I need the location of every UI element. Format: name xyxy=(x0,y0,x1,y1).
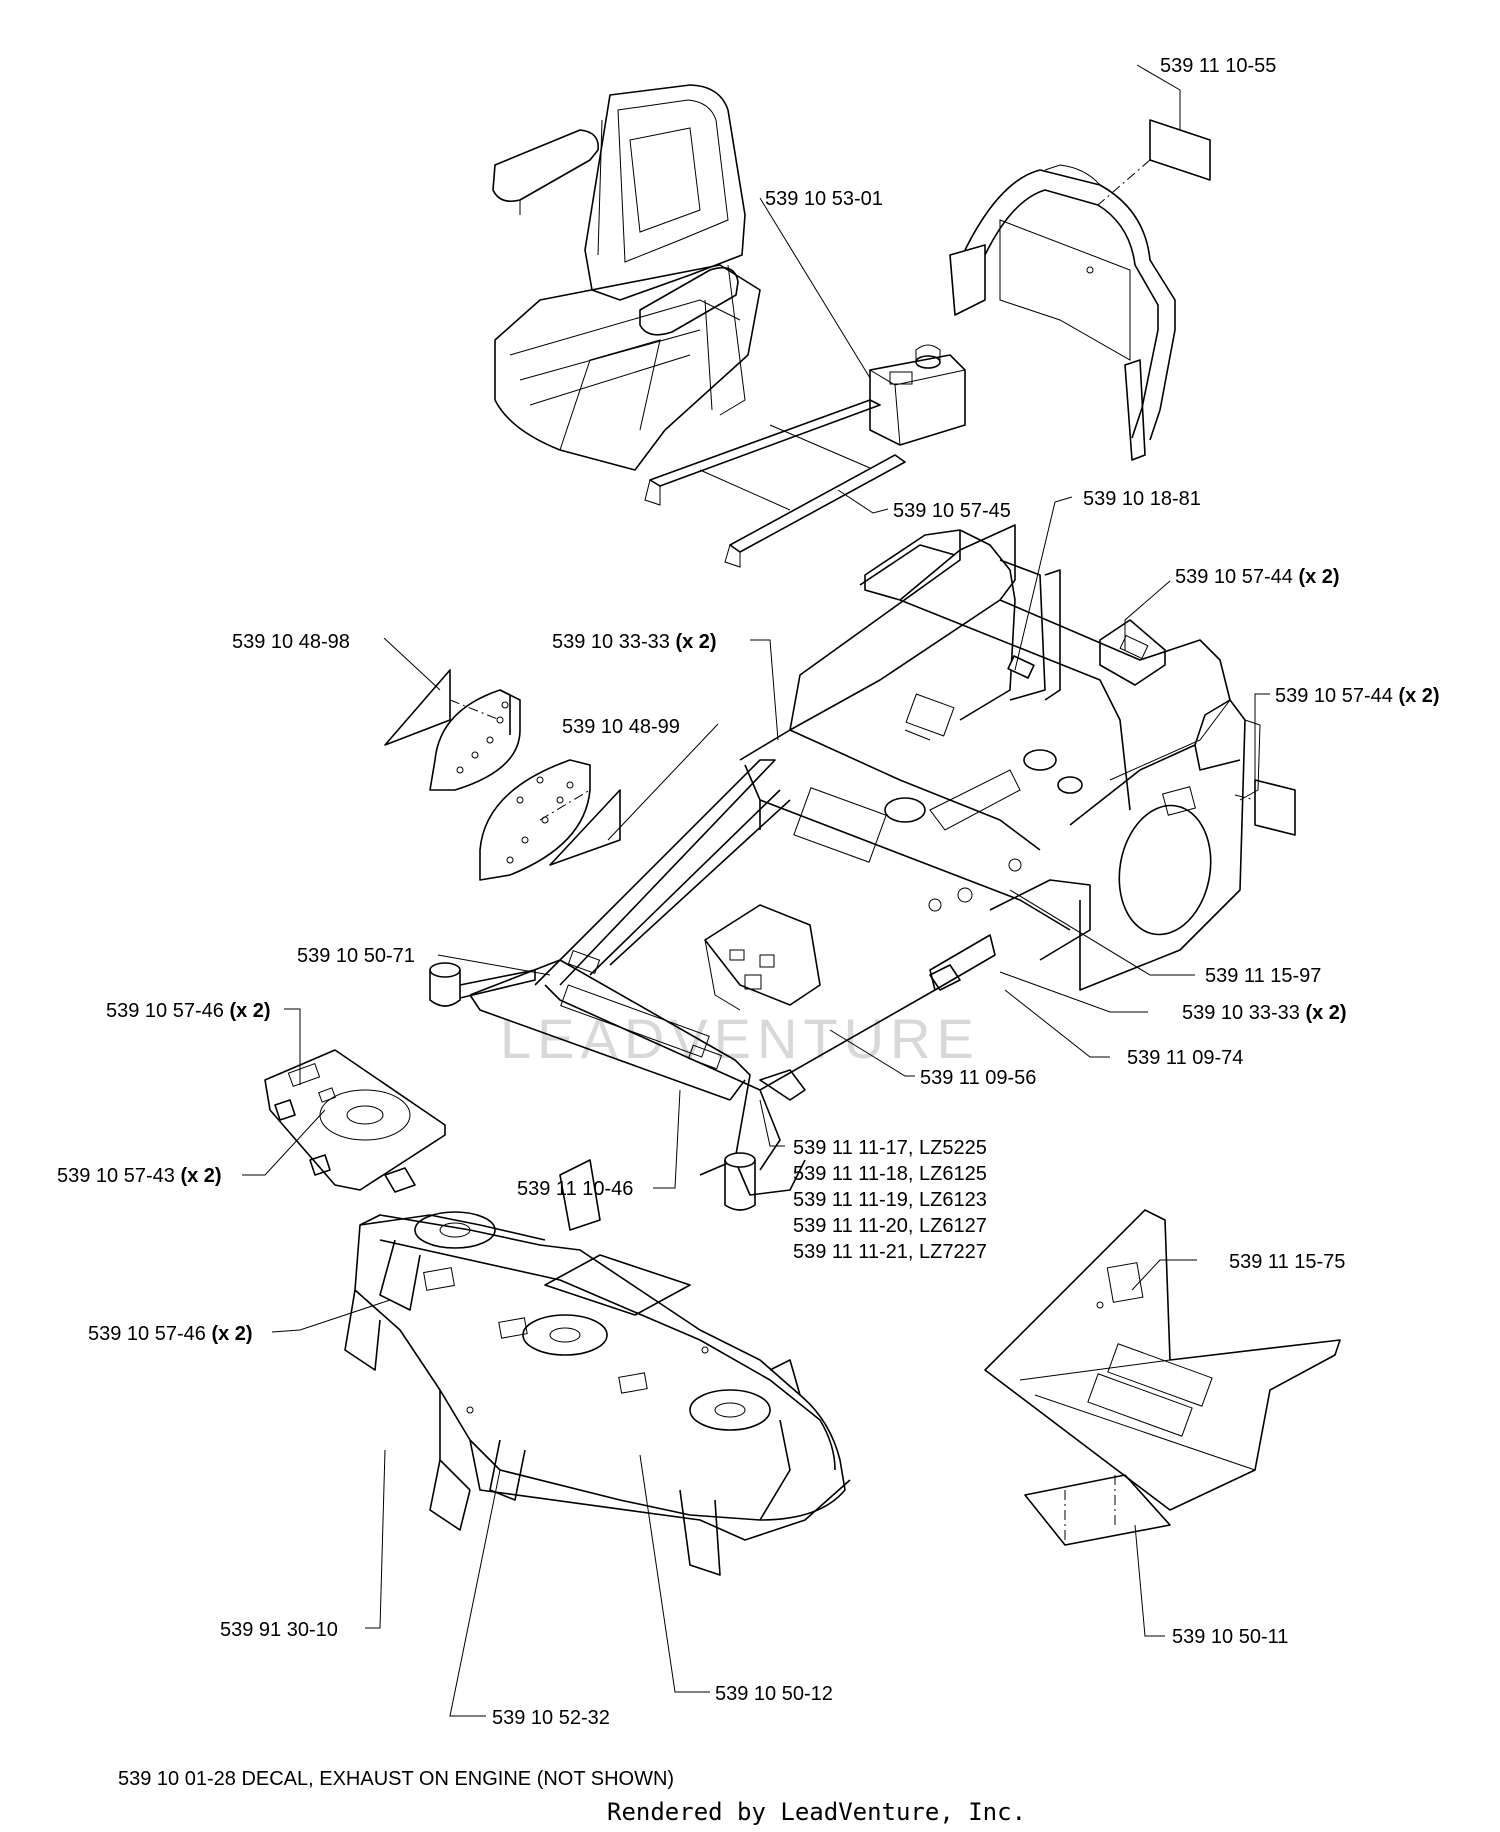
switch-box-illustration xyxy=(869,344,966,446)
label-539-10-33-33-a: 539 10 33-33 (x 2) xyxy=(552,631,717,653)
label-539-11-15-97: 539 11 15-97 xyxy=(1205,965,1321,987)
part-labels: 539 11 10-55 539 10 53-01 539 10 57-45 5… xyxy=(57,55,1440,1729)
label-539-10-50-12: 539 10 50-12 xyxy=(715,1683,833,1705)
label-539-11-15-75: 539 11 15-75 xyxy=(1229,1251,1345,1273)
decal-57-44-right xyxy=(1234,779,1296,836)
decal-57-44-top xyxy=(1099,619,1166,686)
label-539-11-11-19: 539 11 11-19, LZ6123 xyxy=(793,1189,987,1211)
label-539-10-57-45: 539 10 57-45 xyxy=(893,500,1011,522)
label-539-10-52-32: 539 10 52-32 xyxy=(492,1707,610,1729)
label-539-11-09-74: 539 11 09-74 xyxy=(1127,1047,1243,1069)
label-539-91-30-10: 539 91 30-10 xyxy=(220,1619,338,1641)
label-539-10-57-44-b: 539 10 57-44 (x 2) xyxy=(1275,685,1440,707)
not-shown-note: 539 10 01-28 DECAL, EXHAUST ON ENGINE (N… xyxy=(118,1768,674,1790)
roll-bar-illustration xyxy=(949,164,1176,461)
footer-credit: Rendered by LeadVenture, Inc. xyxy=(607,1798,1026,1826)
watermark: LEADVENTURE xyxy=(500,1007,980,1070)
label-539-10-50-71: 539 10 50-71 xyxy=(297,945,415,967)
label-539-11-09-56: 539 11 09-56 xyxy=(920,1067,1036,1089)
label-539-10-57-46-a: 539 10 57-46 (x 2) xyxy=(106,1000,271,1022)
label-539-11-11-20: 539 11 11-20, LZ6127 xyxy=(793,1215,987,1237)
label-539-10-18-81: 539 10 18-81 xyxy=(1083,488,1201,510)
decal-11-10-55 xyxy=(1097,119,1211,206)
frame-illustration xyxy=(429,524,1261,1211)
label-539-11-10-55: 539 11 10-55 xyxy=(1160,55,1276,77)
foot-plate-illustration xyxy=(264,1049,446,1191)
label-539-11-11-21: 539 11 11-21, LZ7227 xyxy=(793,1241,987,1263)
label-539-10-57-43: 539 10 57-43 (x 2) xyxy=(57,1165,222,1187)
label-539-10-57-44-a: 539 10 57-44 (x 2) xyxy=(1175,566,1340,588)
label-539-10-53-01: 539 10 53-01 xyxy=(765,188,883,210)
rear-guards-illustration xyxy=(384,669,621,881)
label-539-11-10-46: 539 11 10-46 xyxy=(517,1178,633,1200)
label-539-10-48-98: 539 10 48-98 xyxy=(232,631,350,653)
mower-deck-illustration xyxy=(344,1159,851,1576)
footrest-pan-illustration xyxy=(984,1209,1341,1546)
leader-lines xyxy=(242,64,1270,1717)
seat-illustration xyxy=(492,84,761,471)
seat-mount-rails xyxy=(644,399,906,568)
label-539-10-50-11: 539 10 50-11 xyxy=(1172,1626,1288,1648)
label-539-11-11-17: 539 11 11-17, LZ5225 xyxy=(793,1137,987,1159)
label-539-10-33-33-b: 539 10 33-33 (x 2) xyxy=(1182,1002,1347,1024)
label-539-10-57-46-b: 539 10 57-46 (x 2) xyxy=(88,1323,253,1345)
label-539-10-48-99: 539 10 48-99 xyxy=(562,716,680,738)
label-539-11-11-18: 539 11 11-18, LZ6125 xyxy=(793,1163,987,1185)
